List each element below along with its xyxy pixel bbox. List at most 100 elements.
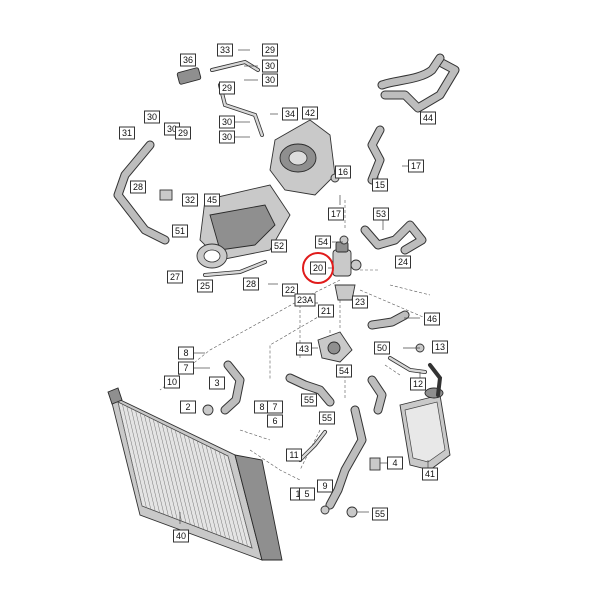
radiator-fin bbox=[227, 455, 253, 549]
radiator-fin bbox=[152, 419, 178, 520]
callout-number: 46 bbox=[427, 314, 437, 324]
callout-number: 55 bbox=[322, 413, 332, 423]
callout-c30a: 30 bbox=[262, 59, 278, 73]
radiator-fin bbox=[218, 451, 244, 545]
radiator-fin bbox=[126, 406, 152, 510]
callout-number: 2 bbox=[185, 402, 190, 412]
radiator-fin bbox=[144, 414, 169, 517]
callout-box bbox=[180, 53, 196, 67]
radiator-fin bbox=[192, 438, 218, 535]
callout-c29a: 29 bbox=[262, 43, 278, 57]
callout-number: 44 bbox=[423, 113, 433, 123]
callout-box bbox=[282, 283, 298, 297]
callout-number: 5 bbox=[304, 489, 309, 499]
radiator-fin bbox=[161, 423, 187, 523]
callout-box bbox=[217, 43, 233, 57]
coolant-valve-part-20 bbox=[332, 241, 362, 301]
callout-number: 25 bbox=[200, 281, 210, 291]
callout-box bbox=[336, 364, 352, 378]
callout-box bbox=[219, 81, 235, 95]
callout-box bbox=[219, 115, 235, 129]
coolant-hoses bbox=[113, 53, 460, 510]
callout-number: 29 bbox=[265, 45, 275, 55]
callout-number: 21 bbox=[321, 306, 331, 316]
callout-number: 29 bbox=[178, 128, 188, 138]
callout-box bbox=[178, 346, 194, 360]
callout-box bbox=[317, 479, 333, 493]
callout-box bbox=[299, 487, 315, 501]
callout-number: 51 bbox=[175, 226, 185, 236]
radiator-fin bbox=[201, 442, 226, 538]
callout-c7b: 7 bbox=[267, 400, 283, 414]
callout-number: 33 bbox=[220, 45, 230, 55]
radiator-fin bbox=[139, 412, 165, 515]
callout-c55a: 55 bbox=[301, 393, 317, 407]
callout-box bbox=[373, 207, 389, 221]
callout-c3: 3 bbox=[209, 376, 225, 390]
callout-c42: 42 bbox=[302, 106, 318, 120]
callout-box bbox=[420, 111, 436, 125]
radiator-fin bbox=[188, 436, 213, 533]
callout-number: 22 bbox=[285, 285, 295, 295]
callout-c20: 20 bbox=[310, 261, 326, 275]
callout-c29b: 29 bbox=[219, 81, 235, 95]
callout-box bbox=[374, 341, 390, 355]
callout-c23a: 23A bbox=[294, 293, 316, 307]
callout-c50: 50 bbox=[374, 341, 390, 355]
callout-c44: 44 bbox=[420, 111, 436, 125]
radiator-fin bbox=[122, 404, 147, 508]
callout-box bbox=[271, 239, 287, 253]
callout-number: 30 bbox=[147, 112, 157, 122]
callout-number: 17 bbox=[331, 209, 341, 219]
callout-c16: 16 bbox=[335, 165, 351, 179]
callout-box bbox=[408, 159, 424, 173]
callout-c8a: 8 bbox=[178, 346, 194, 360]
radiator-fin bbox=[130, 408, 156, 512]
callout-box bbox=[352, 295, 368, 309]
callout-number: 11 bbox=[289, 450, 298, 460]
callout-box bbox=[219, 130, 235, 144]
callout-number: 53 bbox=[376, 209, 386, 219]
callout-number: 8 bbox=[259, 402, 264, 412]
callout-c21: 21 bbox=[318, 304, 334, 318]
radiator-fin bbox=[223, 453, 248, 547]
callout-c6: 6 bbox=[267, 414, 283, 428]
callout-c34: 34 bbox=[282, 107, 298, 121]
callout-number: 52 bbox=[274, 241, 284, 251]
callout-box bbox=[182, 193, 198, 207]
callout-number: 7 bbox=[183, 363, 188, 373]
callout-c55c: 55 bbox=[372, 507, 388, 521]
thermostat-housing bbox=[317, 331, 353, 363]
callout-number: 9 bbox=[322, 481, 327, 491]
coolant-pump-housing bbox=[269, 119, 336, 196]
callout-c43: 43 bbox=[296, 342, 312, 356]
callout-c30d: 30 bbox=[219, 130, 235, 144]
radiator-fin bbox=[170, 427, 196, 527]
callout-number: 28 bbox=[133, 182, 143, 192]
callout-box bbox=[410, 377, 426, 391]
radiator-fin bbox=[205, 445, 231, 540]
callout-number: 45 bbox=[207, 195, 217, 205]
callout-box bbox=[328, 207, 344, 221]
radiator-fin bbox=[148, 417, 174, 518]
callout-box bbox=[262, 59, 278, 73]
callout-box bbox=[172, 224, 188, 238]
callout-box bbox=[267, 400, 283, 414]
callout-c17b: 17 bbox=[328, 207, 344, 221]
callout-box bbox=[302, 106, 318, 120]
callout-c53: 53 bbox=[373, 207, 389, 221]
radiator-fin bbox=[174, 430, 200, 528]
radiator-fin bbox=[179, 432, 204, 530]
callout-box bbox=[372, 178, 388, 192]
coolant-pipes bbox=[203, 59, 427, 462]
callout-c41: 41 bbox=[422, 467, 438, 481]
callout-box bbox=[422, 467, 438, 481]
callout-c31: 31 bbox=[119, 126, 135, 140]
callout-box bbox=[167, 270, 183, 284]
radiator bbox=[107, 387, 283, 561]
callout-c52: 52 bbox=[271, 239, 287, 253]
callout-number: 30 bbox=[222, 132, 232, 142]
callout-box bbox=[296, 342, 312, 356]
